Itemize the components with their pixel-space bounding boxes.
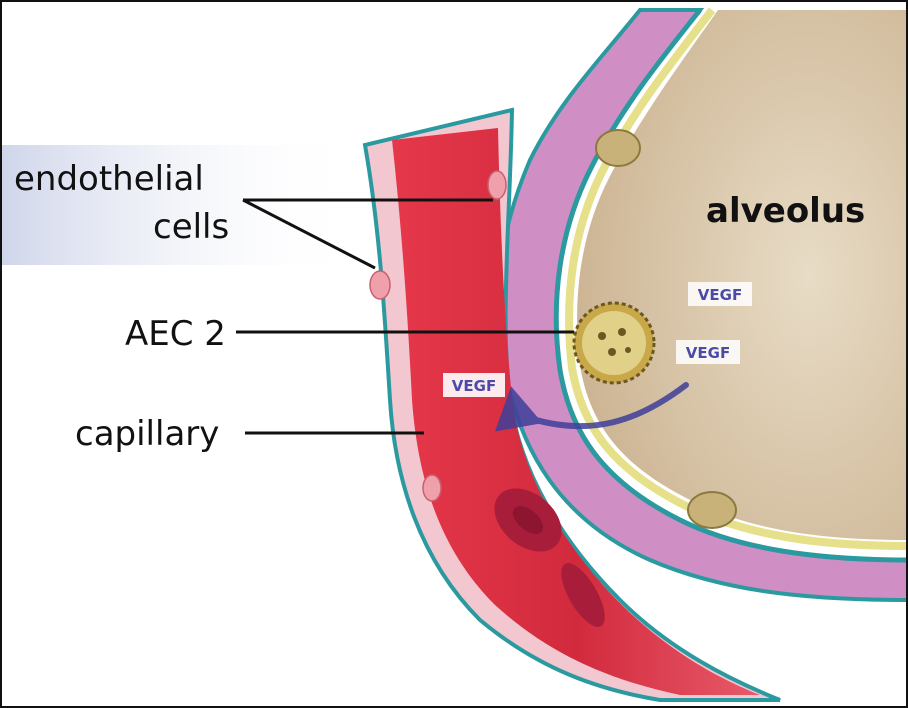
aec2-granule: [618, 328, 626, 336]
label-capillary: capillary: [75, 414, 219, 454]
alveolar-cell-top: [596, 130, 640, 166]
aec2-granule: [598, 332, 606, 340]
aec2-granule: [625, 347, 631, 353]
endothelial-nucleus-right: [488, 171, 506, 199]
endothelial-nucleus-lower: [423, 475, 441, 501]
vegf-label-upper: VEGF: [698, 286, 742, 304]
label-alveolus: alveolus: [706, 191, 865, 231]
label-endothelial: endothelial: [14, 159, 204, 199]
aec2-granule: [608, 348, 616, 356]
vegf-label-middle: VEGF: [686, 344, 730, 362]
aec2-cell-body: [582, 311, 646, 375]
label-aec2: AEC 2: [125, 314, 226, 354]
alveolar-cell-bottom: [688, 492, 736, 528]
vegf-label-capillary: VEGF: [452, 377, 496, 395]
label-cells: cells: [153, 207, 229, 247]
endothelial-nucleus-left: [370, 271, 390, 299]
